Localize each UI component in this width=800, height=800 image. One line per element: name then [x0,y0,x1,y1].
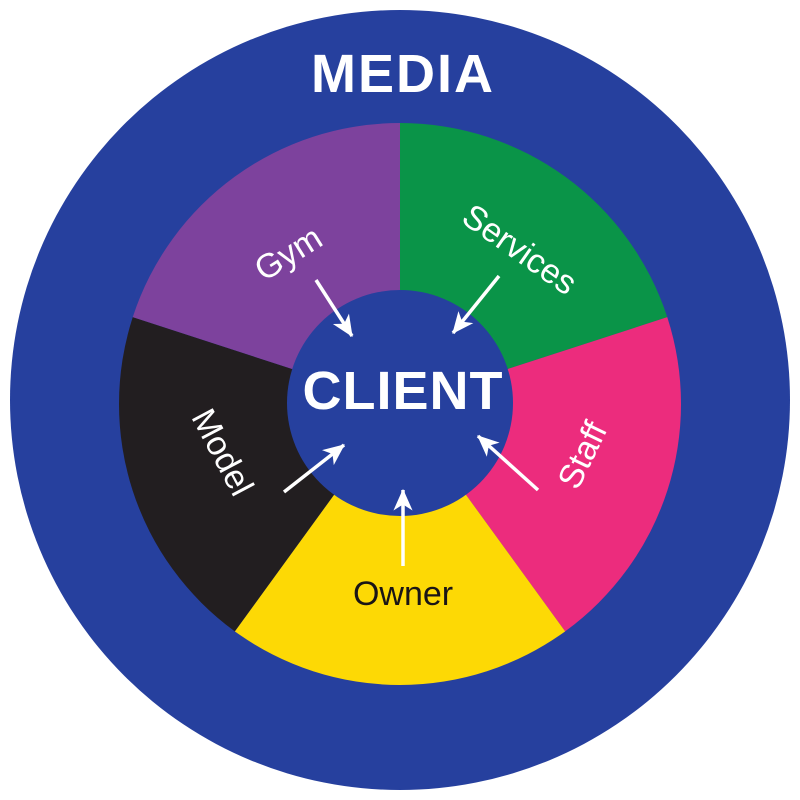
arrow-model-to-client-icon [282,443,346,494]
segment-label-owner: Owner [353,575,453,613]
media-ring-label: MEDIA [311,44,495,104]
segment-owner [234,404,566,685]
arrow-gym-to-client-icon [314,279,354,337]
arrow-services-to-client-icon [451,274,501,335]
arrow-staff-to-client-icon [476,434,540,492]
client-center-label: CLIENT [303,361,504,421]
